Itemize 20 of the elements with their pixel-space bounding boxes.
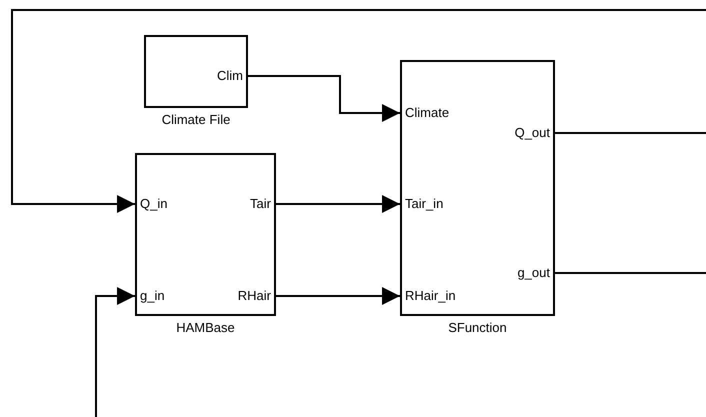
output-port-label: Clim: [217, 68, 248, 84]
signal-line: [248, 75, 400, 122]
output-port-label: RHair: [238, 288, 276, 304]
signal-line: [555, 272, 706, 274]
block-name: HAMBase: [175, 320, 236, 336]
input-port-label: RHair_in: [400, 288, 456, 304]
block-name: Climate File: [160, 112, 232, 128]
signal-line: [11, 9, 706, 213]
output-port-label: Q_out: [514, 125, 555, 141]
signal-line: [276, 195, 400, 213]
block-name: SFunction: [447, 320, 508, 336]
output-port-label: g_out: [517, 265, 555, 281]
signal-line: [276, 287, 400, 305]
input-port-label: Tair_in: [400, 196, 444, 212]
signal-line: [95, 287, 135, 417]
signal-line: [555, 132, 706, 134]
input-port-label: g_in: [135, 288, 165, 304]
input-port-label: Q_in: [135, 196, 168, 212]
input-port-label: Climate: [400, 105, 450, 121]
output-port-label: Tair: [250, 196, 276, 212]
